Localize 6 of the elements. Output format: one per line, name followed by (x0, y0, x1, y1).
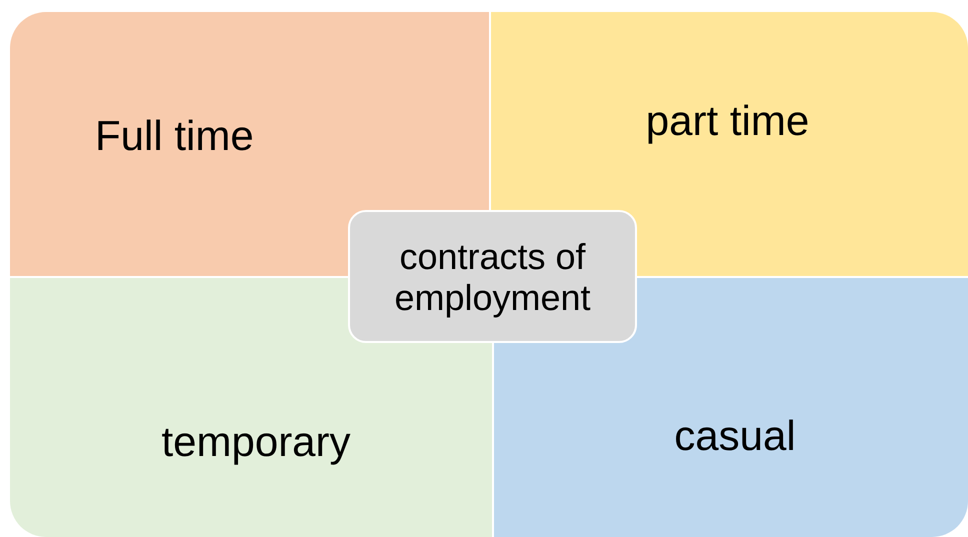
node-label: contracts of employment (393, 236, 592, 319)
node-label: Full time (95, 112, 254, 160)
center-box (348, 210, 637, 343)
node-label: part time (644, 97, 810, 146)
node-label: casual (673, 412, 797, 460)
node-label: temporary (160, 418, 352, 466)
